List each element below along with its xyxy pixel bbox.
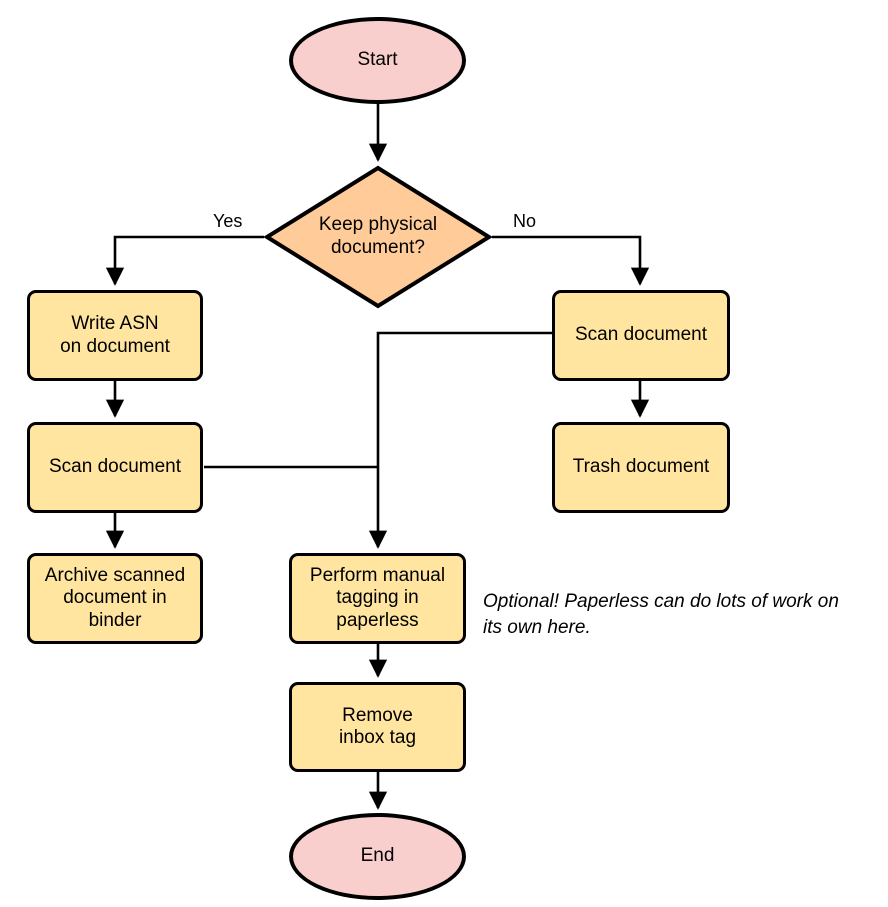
node-tagging-label-line1: Perform manual [309,564,446,586]
node-decision-label: Keep physical document? [319,214,437,260]
node-write-asn-label-line1: Write ASN [71,313,159,335]
node-decision-label-line2: document? [330,236,425,258]
node-tagging-label: Perform manual tagging in paperless [310,565,445,632]
node-archive-label: Archive scanned document in binder [45,565,185,632]
node-scan-document-left[interactable]: Scan document [27,422,203,513]
node-decision-keep-physical-document[interactable]: Keep physical document? [264,165,492,309]
annotation-optional-paperless: Optional! Paperless can do lots of work … [483,589,883,640]
node-start-label: Start [357,49,398,71]
edge-decision-yes-to-write-asn [105,235,264,286]
node-archive-label-line1: Archive scanned [44,564,186,586]
node-remove-tag-label-line1: Remove [342,704,413,726]
node-archive-scanned-document-in-binder[interactable]: Archive scanned document in binder [27,553,203,644]
edge-label-no: No [510,211,540,232]
node-write-asn-label-line2: on document [60,335,170,357]
node-trash-document-label: Trash document [572,456,710,478]
diamond-shape [264,165,492,309]
node-scan-document-left-label: Scan document [48,456,182,478]
edge-scan-right-to-tagging [368,331,552,549]
node-end-label: End [360,845,395,867]
node-decision-label-line1: Keep physical [318,214,438,236]
node-scan-document-right[interactable]: Scan document [552,290,730,381]
node-write-asn-label: Write ASN on document [60,313,170,358]
node-start[interactable]: Start [289,17,466,104]
node-write-asn-on-document[interactable]: Write ASN on document [27,290,203,381]
edge-label-yes: Yes [210,211,246,232]
node-tagging-label-line2: tagging in [336,587,419,609]
node-archive-label-line3: binder [88,609,142,631]
node-perform-manual-tagging-in-paperless[interactable]: Perform manual tagging in paperless [289,553,466,644]
annotation-line2: its own here. [483,616,591,638]
node-scan-document-right-label: Scan document [574,324,708,346]
node-remove-tag-label: Remove inbox tag [339,705,416,750]
annotation-line1: Optional! Paperless can do lots of work … [483,591,839,612]
node-end[interactable]: End [289,813,466,900]
node-trash-document[interactable]: Trash document [552,422,730,513]
node-archive-label-line2: document in [63,587,167,609]
node-remove-tag-label-line2: inbox tag [338,727,417,748]
node-remove-inbox-tag[interactable]: Remove inbox tag [289,682,466,772]
node-tagging-label-line3: paperless [336,609,419,631]
edge-decision-no-to-scan-right [492,235,650,286]
